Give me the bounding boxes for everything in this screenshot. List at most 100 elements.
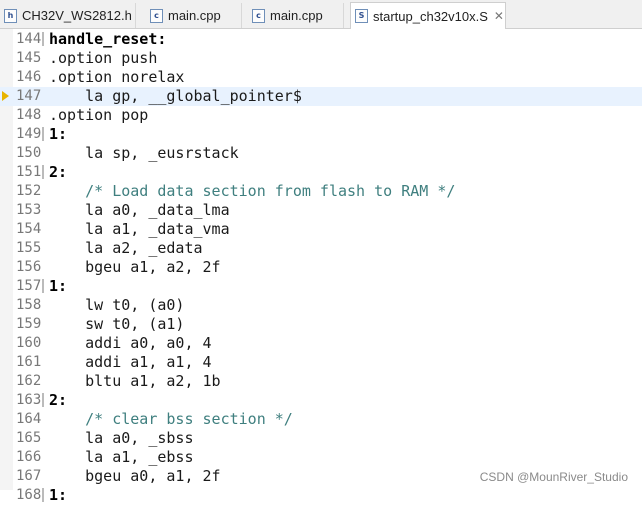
code-line[interactable]: 148.option pop — [0, 106, 642, 125]
code-line[interactable]: 168 1: — [0, 486, 642, 505]
fold-marker — [42, 108, 44, 122]
code-line[interactable]: 162 bltu a1, a2, 1b — [0, 372, 642, 391]
fold-marker — [42, 146, 44, 160]
code-line[interactable]: 153 la a0, _data_lma — [0, 201, 642, 220]
line-number: 162 — [16, 373, 42, 389]
fold-marker — [42, 89, 44, 103]
line-number: 161 — [16, 354, 42, 370]
code-line[interactable]: 146 .option norelax — [0, 68, 642, 87]
fold-marker — [42, 431, 44, 445]
line-number: 154 — [16, 221, 42, 237]
code-text: .option norelax — [49, 68, 185, 86]
code-line[interactable]: 161 addi a1, a1, 4 — [0, 353, 642, 372]
line-number: 157 — [16, 278, 42, 294]
line-number: 144 — [16, 31, 42, 47]
line-number: 149 — [16, 126, 42, 142]
annotation-ruler — [0, 29, 13, 490]
tab-ch32v-ws2812-h[interactable]: h CH32V_WS2812.h — [0, 3, 136, 28]
fold-marker — [42, 412, 44, 426]
code-text: bgeu a0, a1, 2f — [49, 467, 221, 485]
code-line[interactable]: 152 /* Load data section from flash to R… — [0, 182, 642, 201]
code-text: la a1, _data_vma — [49, 220, 230, 238]
fold-marker — [42, 222, 44, 236]
code-label: 1: — [49, 125, 68, 143]
fold-marker — [42, 260, 44, 274]
code-line[interactable]: 156 bgeu a1, a2, 2f — [0, 258, 642, 277]
code-text: sw t0, (a1) — [49, 315, 185, 333]
code-label: 1: — [49, 486, 68, 504]
line-number: 158 — [16, 297, 42, 313]
code-label: 2: — [49, 391, 68, 409]
code-text: bltu a1, a2, 1b — [49, 372, 221, 390]
code-line[interactable]: 145.option push — [0, 49, 642, 68]
fold-marker — [42, 32, 44, 46]
fold-marker — [42, 355, 44, 369]
code-line[interactable]: 149 1: — [0, 125, 642, 144]
line-number: 159 — [16, 316, 42, 332]
line-number: 160 — [16, 335, 42, 351]
code-line[interactable]: 144 handle_reset: — [0, 30, 642, 49]
code-line[interactable]: 167 bgeu a0, a1, 2f — [0, 467, 642, 486]
line-number: 146 — [16, 69, 42, 85]
watermark: CSDN @MounRiver_Studio — [479, 470, 628, 484]
code-line[interactable]: 166 la a1, _ebss — [0, 448, 642, 467]
fold-marker — [42, 184, 44, 198]
header-file-icon: h — [4, 8, 17, 23]
code-text: .option push — [49, 49, 158, 67]
code-text: bgeu a1, a2, 2f — [49, 258, 221, 276]
tab-main-cpp-2[interactable]: c main.cpp — [248, 3, 344, 28]
code-text: addi a0, a0, 4 — [49, 334, 212, 352]
code-line[interactable]: 157 1: — [0, 277, 642, 296]
tab-main-cpp-1[interactable]: c main.cpp — [146, 3, 242, 28]
tab-label: CH32V_WS2812.h — [22, 8, 132, 23]
code-line[interactable]: 164 /* clear bss section */ — [0, 410, 642, 429]
code-text: la a0, _sbss — [49, 429, 194, 447]
fold-marker — [42, 203, 44, 217]
line-number: 151 — [16, 164, 42, 180]
code-line[interactable]: 160 addi a0, a0, 4 — [0, 334, 642, 353]
fold-marker — [42, 241, 44, 255]
fold-marker — [42, 165, 44, 179]
line-number: 156 — [16, 259, 42, 275]
close-tab-icon[interactable]: ✕ — [493, 9, 504, 23]
fold-marker — [42, 488, 44, 502]
tab-label: main.cpp — [168, 8, 221, 23]
line-number: 164 — [16, 411, 42, 427]
fold-marker — [42, 450, 44, 464]
code-text: la a2, _edata — [49, 239, 203, 257]
cpp-file-icon: c — [252, 8, 265, 23]
instruction-pointer-icon — [2, 91, 9, 101]
code-label: handle_reset: — [49, 30, 167, 48]
assembly-file-icon: S — [355, 9, 368, 23]
line-number: 165 — [16, 430, 42, 446]
code-text: lw t0, (a0) — [49, 296, 185, 314]
code-line[interactable]: 159 sw t0, (a1) — [0, 315, 642, 334]
fold-marker — [42, 374, 44, 388]
line-number: 168 — [16, 487, 42, 503]
code-comment: /* Load data section from flash to RAM *… — [49, 182, 456, 200]
code-line[interactable]: 147 la gp, __global_pointer$ — [0, 87, 642, 106]
code-line[interactable]: 155 la a2, _edata — [0, 239, 642, 258]
code-text: la a1, _ebss — [49, 448, 194, 466]
code-line[interactable]: 165 la a0, _sbss — [0, 429, 642, 448]
fold-marker — [42, 279, 44, 293]
code-text: la gp, __global_pointer$ — [49, 87, 302, 105]
fold-marker — [42, 336, 44, 350]
fold-marker — [42, 70, 44, 84]
code-line[interactable]: 158 lw t0, (a0) — [0, 296, 642, 315]
fold-marker — [42, 51, 44, 65]
code-line[interactable]: 163 2: — [0, 391, 642, 410]
line-number: 163 — [16, 392, 42, 408]
fold-marker — [42, 393, 44, 407]
line-number: 153 — [16, 202, 42, 218]
fold-marker — [42, 317, 44, 331]
code-line[interactable]: 154 la a1, _data_vma — [0, 220, 642, 239]
code-line[interactable]: 150 la sp, _eusrstack — [0, 144, 642, 163]
code-label: 1: — [49, 277, 68, 295]
line-number: 148 — [16, 107, 42, 123]
tab-startup-ch32v10x-s[interactable]: S startup_ch32v10x.S ✕ — [350, 2, 506, 29]
fold-marker — [42, 469, 44, 483]
line-number: 147 — [16, 88, 42, 104]
